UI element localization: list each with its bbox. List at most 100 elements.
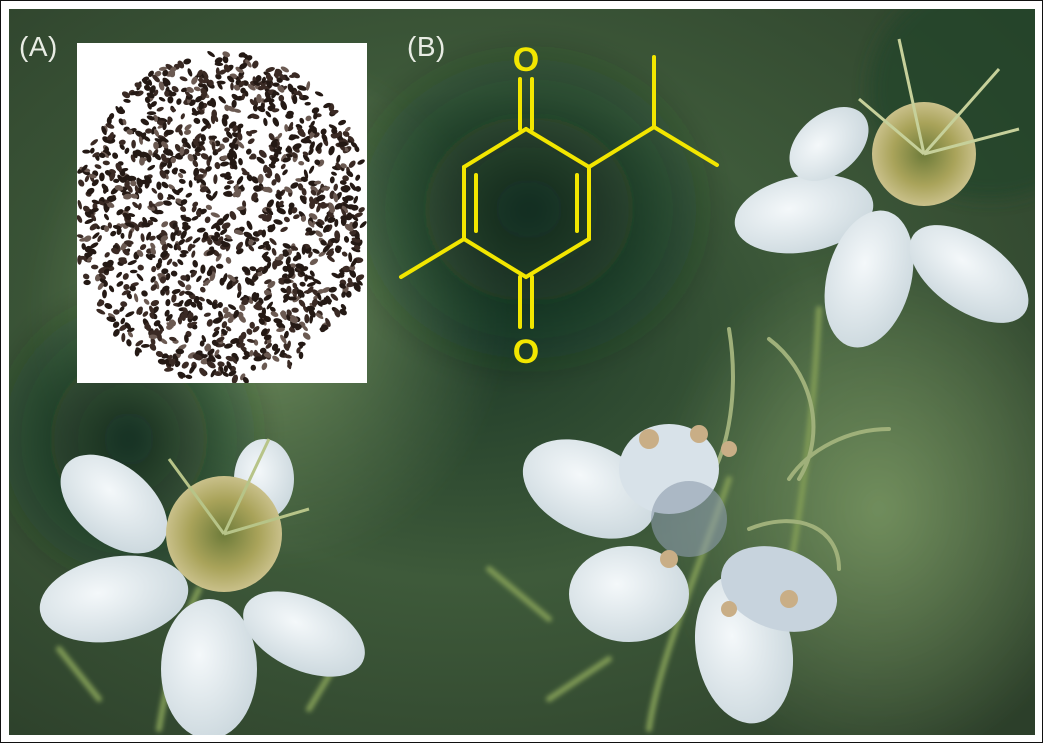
seed [86,256,93,262]
seed [177,316,183,325]
seed [263,352,272,358]
seed [223,191,233,197]
seed [191,76,198,85]
seed [140,233,145,242]
seed [284,124,289,132]
seed [330,293,339,301]
seed [247,138,255,145]
seed [141,222,151,228]
seed [221,328,228,336]
seed [258,297,264,304]
seed [180,250,189,254]
seed [334,246,341,254]
seed [177,371,186,378]
seed [170,156,177,164]
seed [310,189,317,196]
seed [336,154,341,164]
seed [166,243,173,249]
seed [214,349,220,356]
seed [206,269,213,277]
seed [349,269,357,278]
seed [261,362,268,371]
seed [200,286,206,293]
seed [235,66,244,74]
seed [106,195,117,202]
seed [121,290,130,296]
seed [124,322,131,330]
seed [256,272,263,277]
seed [289,314,299,322]
seed [119,306,125,312]
seed [83,205,90,213]
seed [261,76,266,84]
seed [273,219,283,225]
seed [255,75,262,82]
seed [103,202,109,213]
seed [349,264,356,271]
seed [298,351,304,360]
seed [136,177,142,185]
seed [280,100,288,111]
seed [102,289,107,299]
seed [222,137,230,143]
seed [344,223,354,232]
seed [253,339,259,346]
seed [148,200,154,208]
seed [158,81,165,91]
seed [91,264,99,270]
seed [286,340,291,350]
seed [245,277,253,285]
seed [269,238,277,246]
seed [353,282,361,291]
seed [276,327,285,333]
seed [331,272,341,279]
seed [234,229,244,235]
seed [342,196,349,204]
seed [309,258,319,266]
seed [206,249,215,256]
seed [246,220,253,230]
seed [292,323,302,330]
seed [236,176,244,185]
seed [173,230,179,236]
seed [222,213,230,222]
seed [215,67,220,76]
seed [196,227,206,233]
seed [91,199,100,205]
seed [110,230,117,237]
seed [162,69,169,77]
seed [120,301,128,307]
seed [134,224,140,232]
seed [280,310,287,318]
seed [297,85,307,91]
seed [98,152,106,158]
seed [112,321,120,328]
seed [221,222,231,230]
seed [319,299,329,306]
seed [218,96,226,104]
seed [222,273,228,283]
seed [126,292,132,300]
seed [153,153,162,161]
seed [249,350,254,357]
seed [103,225,110,232]
seed [304,275,315,280]
seed [286,309,292,316]
seed [354,212,363,218]
seed [248,245,255,252]
seed [248,239,254,246]
seed [124,240,134,246]
seed [257,244,266,250]
seed [189,364,196,374]
seed [322,224,330,233]
seed [148,334,158,340]
seed [205,166,212,172]
seed [125,311,135,318]
seed [265,186,273,193]
seed [283,293,290,300]
seed [227,152,234,162]
seed [275,191,283,197]
seed [106,134,114,141]
black-seeds-image [77,51,367,383]
seed [169,336,177,342]
